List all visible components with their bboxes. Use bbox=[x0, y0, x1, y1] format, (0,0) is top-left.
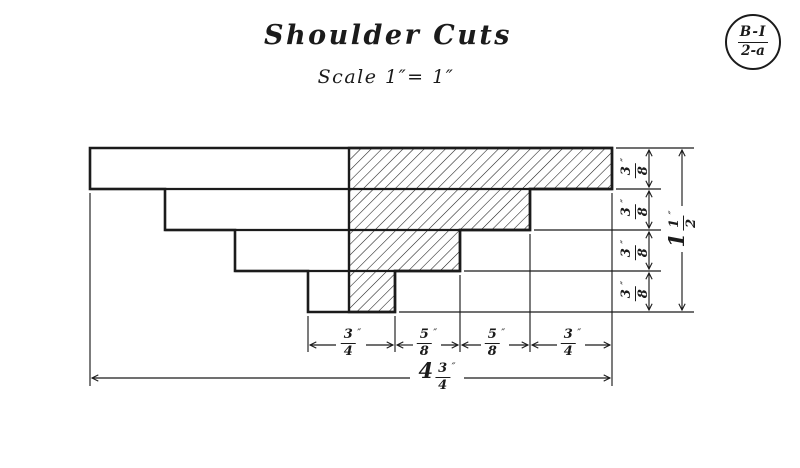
unit-mark: ″ bbox=[667, 210, 679, 215]
extension-lines bbox=[89, 147, 694, 386]
unit-mark: ″ bbox=[357, 327, 362, 339]
unit-mark: ″ bbox=[619, 198, 631, 203]
fraction-denominator: 4 bbox=[343, 344, 353, 359]
fraction-numerator: 3 bbox=[435, 362, 451, 378]
step-joint-lines bbox=[90, 187, 612, 273]
fraction-numerator: 3 bbox=[619, 286, 636, 302]
drawing-number-badge: B-I 2-a bbox=[725, 14, 781, 70]
badge-top-code: B-I bbox=[737, 25, 769, 43]
fraction-numerator: 3 bbox=[560, 328, 576, 344]
fraction-denominator: 8 bbox=[636, 207, 651, 217]
fraction-denominator: 4 bbox=[563, 344, 573, 359]
unit-mark: ″ bbox=[451, 361, 456, 373]
fraction-numerator: 5 bbox=[484, 328, 500, 344]
page-title: Shoulder Cuts bbox=[264, 20, 512, 51]
unit-mark: ″ bbox=[619, 157, 631, 162]
unit-mark: ″ bbox=[501, 327, 506, 339]
fraction-numerator: 3 bbox=[619, 204, 636, 220]
fraction-denominator: 8 bbox=[636, 248, 651, 258]
fraction-numerator: 3 bbox=[619, 163, 636, 179]
fraction-denominator: 8 bbox=[636, 289, 651, 299]
whole-number: 4 bbox=[418, 358, 434, 383]
fraction-denominator: 4 bbox=[438, 378, 448, 393]
fraction-numerator: 3 bbox=[340, 328, 356, 344]
fraction-denominator: 2 bbox=[684, 218, 699, 228]
scale-note: Scale 1″= 1″ bbox=[317, 66, 455, 88]
whole-number: 1 bbox=[664, 232, 689, 248]
fraction-denominator: 8 bbox=[419, 344, 429, 359]
fraction-denominator: 8 bbox=[636, 166, 651, 176]
badge-bottom-code: 2-a bbox=[741, 43, 765, 59]
fraction-numerator: 3 bbox=[619, 245, 636, 261]
fraction-numerator: 1 bbox=[667, 215, 684, 231]
unit-mark: ″ bbox=[619, 280, 631, 285]
unit-mark: ″ bbox=[433, 327, 438, 339]
fraction-numerator: 5 bbox=[416, 328, 432, 344]
fraction-denominator: 8 bbox=[487, 344, 497, 359]
unit-mark: ″ bbox=[577, 327, 582, 339]
dimension-lines bbox=[90, 148, 686, 382]
unit-mark: ″ bbox=[619, 239, 631, 244]
